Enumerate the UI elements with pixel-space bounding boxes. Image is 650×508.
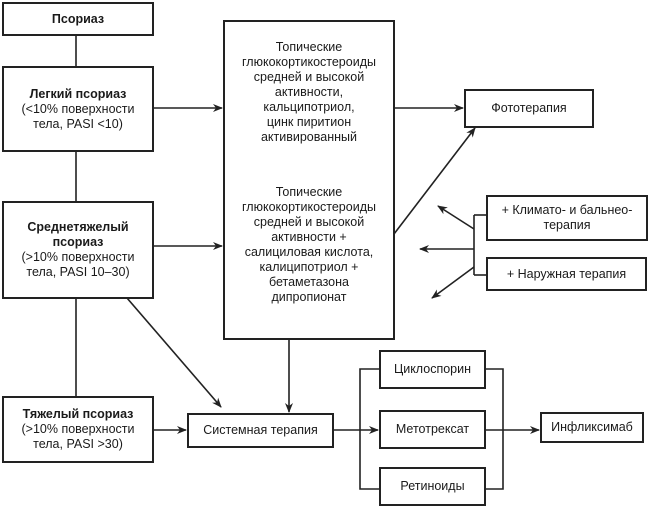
topical-mild-line: активности, [274,85,344,99]
node-methotrexate-label: Метотрексат [395,422,470,436]
node-mild-line: (<10% поверхности [21,101,135,116]
node-cyclosporine-label: Циклоспорин [393,362,472,376]
topical-mild-line: Топические [275,40,343,54]
edge-topical-moderate-phototherapy [393,127,476,235]
node-methotrexate: Метотрексат [379,410,486,449]
node-phototherapy: Фототерапия [464,89,594,128]
node-mild-line: тела, PASI <10) [33,116,123,131]
topical-moderate-text: Топические глюкокортикостероиды средней … [242,185,376,305]
node-phototherapy-label: Фототерапия [491,101,567,115]
node-infliximab: Инфликсимаб [540,412,644,443]
node-severe-line: (>10% поверхности [21,422,135,436]
topical-moderate-line: Топические [275,185,343,199]
topical-mild-line: цинк пиритион [266,115,352,129]
node-topical-therapy: Топические глюкокортикостероиды средней … [223,20,395,340]
topical-moderate-line: дипропионат [271,290,347,304]
topical-mild-line: активированный [260,130,357,144]
node-moderate-line: (>10% поверхности [21,250,135,264]
edge-moderate-systemic [126,297,222,408]
topical-mild-line: средней и высокой [253,70,365,84]
drug-bracket-left [359,368,379,490]
node-mild-title: Легкий псориаз [29,86,127,101]
topical-moderate-line: активности + [271,230,347,244]
node-systemic-label: Системная терапия [203,423,318,437]
topical-moderate-line: глюкокортикостероиды [242,200,376,214]
adjunct-arrow-up [437,205,475,230]
node-psoriasis: Псориаз [2,2,154,36]
node-moderate-title: псориаз [52,235,104,249]
topical-moderate-line: калиципотриол + [259,260,359,274]
node-mild-psoriasis: Легкий псориаз (<10% поверхности тела, P… [2,66,154,152]
node-retinoids-label: Ретиноиды [400,479,465,493]
drug-bracket-right [485,368,504,490]
node-psoriasis-label: Псориаз [51,11,105,26]
node-severe-line: тела, PASI >30) [33,437,123,451]
node-retinoids: Ретиноиды [379,467,486,506]
topical-mild-line: кальципотриол, [263,100,355,114]
topical-mild-line: глюкокортикостероиды [242,55,376,69]
node-external-label: + Наружная терапия [506,266,627,281]
node-cyclosporine: Циклоспорин [379,350,486,389]
node-external-therapy: + Наружная терапия [486,257,647,291]
node-moderate-line: тела, PASI 10–30) [26,265,130,279]
topical-moderate-line: бетаметазона [268,275,349,289]
topical-mild-text: Топические глюкокортикостероиды средней … [242,40,376,145]
topical-moderate-line: салициловая кислота, [244,245,374,259]
node-infliximab-label: Инфликсимаб [551,420,633,434]
node-climato-line: терапия [543,218,591,232]
node-moderate-title: Среднетяжелый [27,220,129,234]
node-climato-balneo-therapy: + Климато- и бальнео- терапия [486,195,648,241]
node-systemic-therapy: Системная терапия [187,413,334,448]
node-severe-title: Тяжелый псориаз [22,407,134,421]
adjunct-arrow-down [431,266,475,299]
node-severe-psoriasis: Тяжелый псориаз (>10% поверхности тела, … [2,396,154,463]
topical-moderate-line: средней и высокой [253,215,365,229]
node-moderate-psoriasis: Среднетяжелый псориаз (>10% поверхности … [2,201,154,299]
node-climato-line: + Климато- и бальнео- [501,203,633,217]
